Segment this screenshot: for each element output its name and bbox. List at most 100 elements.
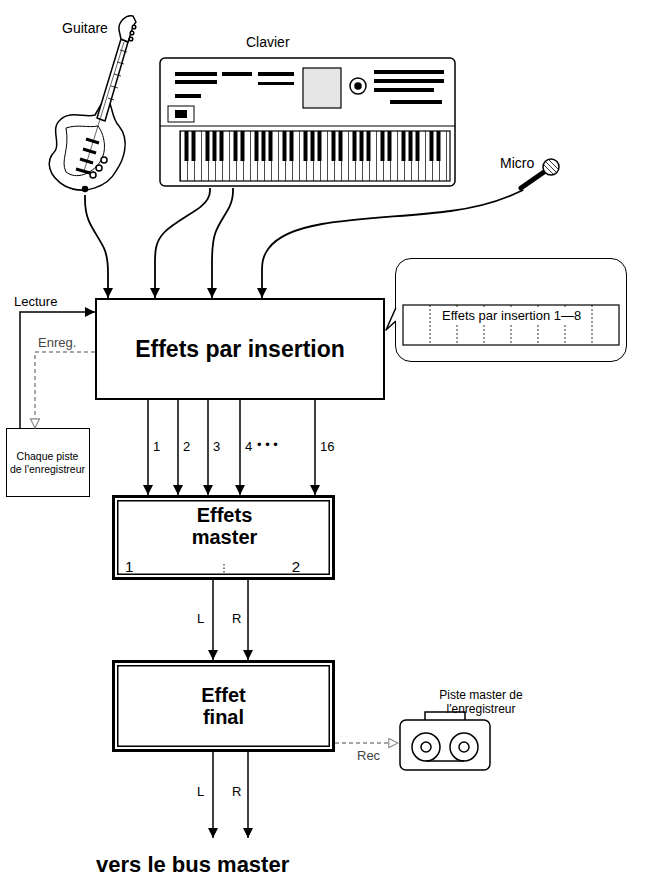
guitar-illustration xyxy=(49,16,136,192)
recorder-device: Piste master de l'enregistreur xyxy=(398,688,548,772)
callout-tail xyxy=(386,308,396,330)
keyboard-buttons xyxy=(374,79,444,83)
guitar-jack xyxy=(83,187,88,192)
recorder-hub xyxy=(421,742,431,752)
dashed-arrow xyxy=(335,742,398,744)
guitar-fret xyxy=(108,98,114,100)
recorder-tape xyxy=(426,760,464,762)
keyboard-illustration xyxy=(160,58,455,186)
edge-label: L xyxy=(197,612,204,627)
keyboard-display xyxy=(303,68,341,108)
keyboard-buttons xyxy=(175,94,201,98)
guitar-fret xyxy=(111,86,118,88)
signal-arrow xyxy=(212,580,214,660)
node-label: Clavier xyxy=(246,34,290,50)
microphone-head xyxy=(543,159,559,175)
guitar-fret xyxy=(117,62,124,64)
keyboard-case xyxy=(160,58,455,186)
keyboard-joystick xyxy=(168,106,194,122)
keyboard-buttons xyxy=(258,82,294,85)
callout-tail-gap xyxy=(394,309,398,321)
microphone-handle xyxy=(521,172,544,188)
guitar-strings xyxy=(84,42,124,171)
edge-label: Enreg. xyxy=(38,336,76,351)
continuation-dots: • • • xyxy=(257,438,278,453)
process-box: Effet final xyxy=(112,660,335,752)
keyboard-buttons xyxy=(175,80,217,84)
keyboard-buttons xyxy=(175,72,217,76)
master-divider xyxy=(224,564,225,577)
keyboard-buttons xyxy=(374,88,434,92)
slot-divider xyxy=(430,305,431,345)
recorder-track-box: Chaque piste de l'enregistreur xyxy=(6,428,90,497)
signal-arrow xyxy=(247,580,249,660)
keyboard-knob xyxy=(355,83,361,89)
keyboard-source: Clavier xyxy=(158,34,458,188)
output-arrow xyxy=(247,752,249,838)
guitar-neck xyxy=(97,39,128,121)
recorder-case xyxy=(400,720,490,770)
guitar-knob xyxy=(90,172,96,178)
node-label: 1 xyxy=(125,558,133,575)
callout-bubble: Effets par insertion 1—8 xyxy=(395,258,627,362)
edge-label: 16 xyxy=(320,440,334,455)
node-label: Chaque piste de l'enregistreur xyxy=(10,450,85,476)
signal-arrow xyxy=(177,400,179,495)
insertion-slots xyxy=(403,305,619,345)
microphone-source: Micro xyxy=(498,152,570,190)
node-label: Guitare xyxy=(62,20,108,36)
edge-label: Lecture xyxy=(14,295,57,310)
guitar-pickguard xyxy=(64,126,104,176)
guitar-headstock xyxy=(119,16,136,42)
edge-label: R xyxy=(232,612,241,627)
master-bus-outputs xyxy=(213,752,248,838)
keyboard-knob xyxy=(350,78,366,94)
keyboard-buttons xyxy=(258,72,294,76)
keyboard-joystick xyxy=(175,110,187,118)
signal-arrow xyxy=(239,400,241,495)
keyboard-buttons xyxy=(222,72,252,76)
process-box: Effets par insertion xyxy=(95,298,385,400)
guitar-tuner xyxy=(132,25,136,29)
output-arrow xyxy=(212,752,214,838)
edge-label: 3 xyxy=(213,440,220,455)
guitar-knob xyxy=(96,165,102,171)
guitar-pickup xyxy=(80,159,93,163)
recorder-reel xyxy=(450,733,478,761)
edge-label: Rec xyxy=(357,749,380,764)
channel-label: R xyxy=(232,785,241,800)
guitar-pickup xyxy=(86,139,99,143)
channel-label: L xyxy=(197,785,204,800)
guitar-fret xyxy=(114,74,121,76)
signal-arrow xyxy=(85,195,108,298)
node-label: Effets par insertion xyxy=(97,336,383,362)
guitar-body xyxy=(49,96,125,190)
signal-arrow xyxy=(262,190,523,298)
dashed-arrow xyxy=(35,352,95,428)
keyboard-keys xyxy=(180,131,450,181)
slot-divider xyxy=(592,305,593,345)
tape-recorder-illustration xyxy=(400,712,490,770)
guitar-fret xyxy=(120,50,127,52)
node-label: 2 xyxy=(292,558,300,575)
edge-label: 4 xyxy=(245,440,252,455)
process-box: Effets master12 xyxy=(112,495,335,580)
guitar-source: Guitare xyxy=(30,18,140,195)
keyboard-buttons xyxy=(374,70,444,74)
guitar-pickup xyxy=(83,149,96,153)
node-label: Effets par insertion 1—8 xyxy=(440,309,583,324)
node-label: Effet final xyxy=(190,684,258,728)
keyboard-panel-edge xyxy=(160,126,455,127)
signal-arrow xyxy=(155,188,210,298)
destination-label: vers le bus master xyxy=(96,852,289,877)
keyboard-black-keys xyxy=(180,131,450,161)
guitar-bridge xyxy=(76,169,90,173)
microphone-grille xyxy=(544,165,553,174)
recorder-reel xyxy=(412,733,440,761)
guitar-knob xyxy=(101,157,107,163)
recorder-hub xyxy=(459,742,469,752)
